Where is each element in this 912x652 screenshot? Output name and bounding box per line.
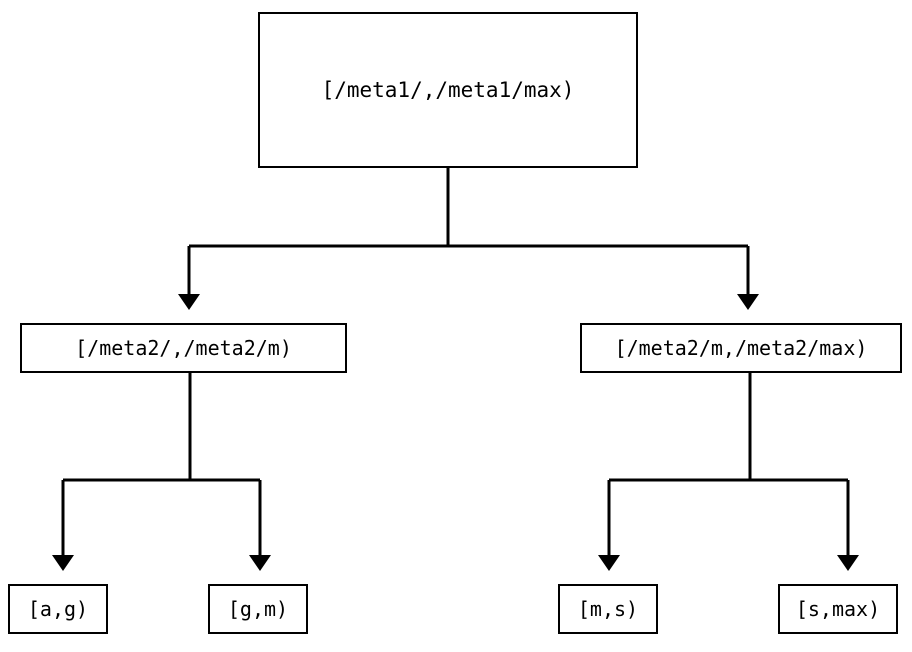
edge-meta2-low-to-leaves-group [52,373,271,571]
tree-node-root-label: [/meta1/,/meta1/max) [321,77,575,102]
arrowhead-meta2-high-icon [737,294,759,310]
tree-node-leaf-gm[interactable]: [g,m) [208,584,308,634]
edge-root-to-meta2-group [178,168,759,310]
tree-node-leaf-smax[interactable]: [s,max) [778,584,898,634]
arrowhead-leaf-gm-icon [249,555,271,571]
tree-node-leaf-ag[interactable]: [a,g) [8,584,108,634]
tree-node-leaf-gm-label: [g,m) [227,597,289,621]
arrowhead-leaf-smax-icon [837,555,859,571]
tree-node-leaf-ms[interactable]: [m,s) [558,584,658,634]
tree-node-leaf-smax-label: [s,max) [795,597,881,621]
tree-node-leaf-ms-label: [m,s) [577,597,639,621]
tree-node-root[interactable]: [/meta1/,/meta1/max) [258,12,638,168]
tree-node-meta2-high[interactable]: [/meta2/m,/meta2/max) [580,323,902,373]
tree-node-meta2-high-label: [/meta2/m,/meta2/max) [614,336,868,360]
tree-node-meta2-low[interactable]: [/meta2/,/meta2/m) [20,323,347,373]
tree-node-meta2-low-label: [/meta2/,/meta2/m) [75,336,292,360]
tree-node-leaf-ag-label: [a,g) [27,597,89,621]
arrowhead-leaf-ms-icon [598,555,620,571]
arrowhead-meta2-low-icon [178,294,200,310]
arrowhead-leaf-ag-icon [52,555,74,571]
edge-meta2-high-to-leaves-group [598,373,859,571]
